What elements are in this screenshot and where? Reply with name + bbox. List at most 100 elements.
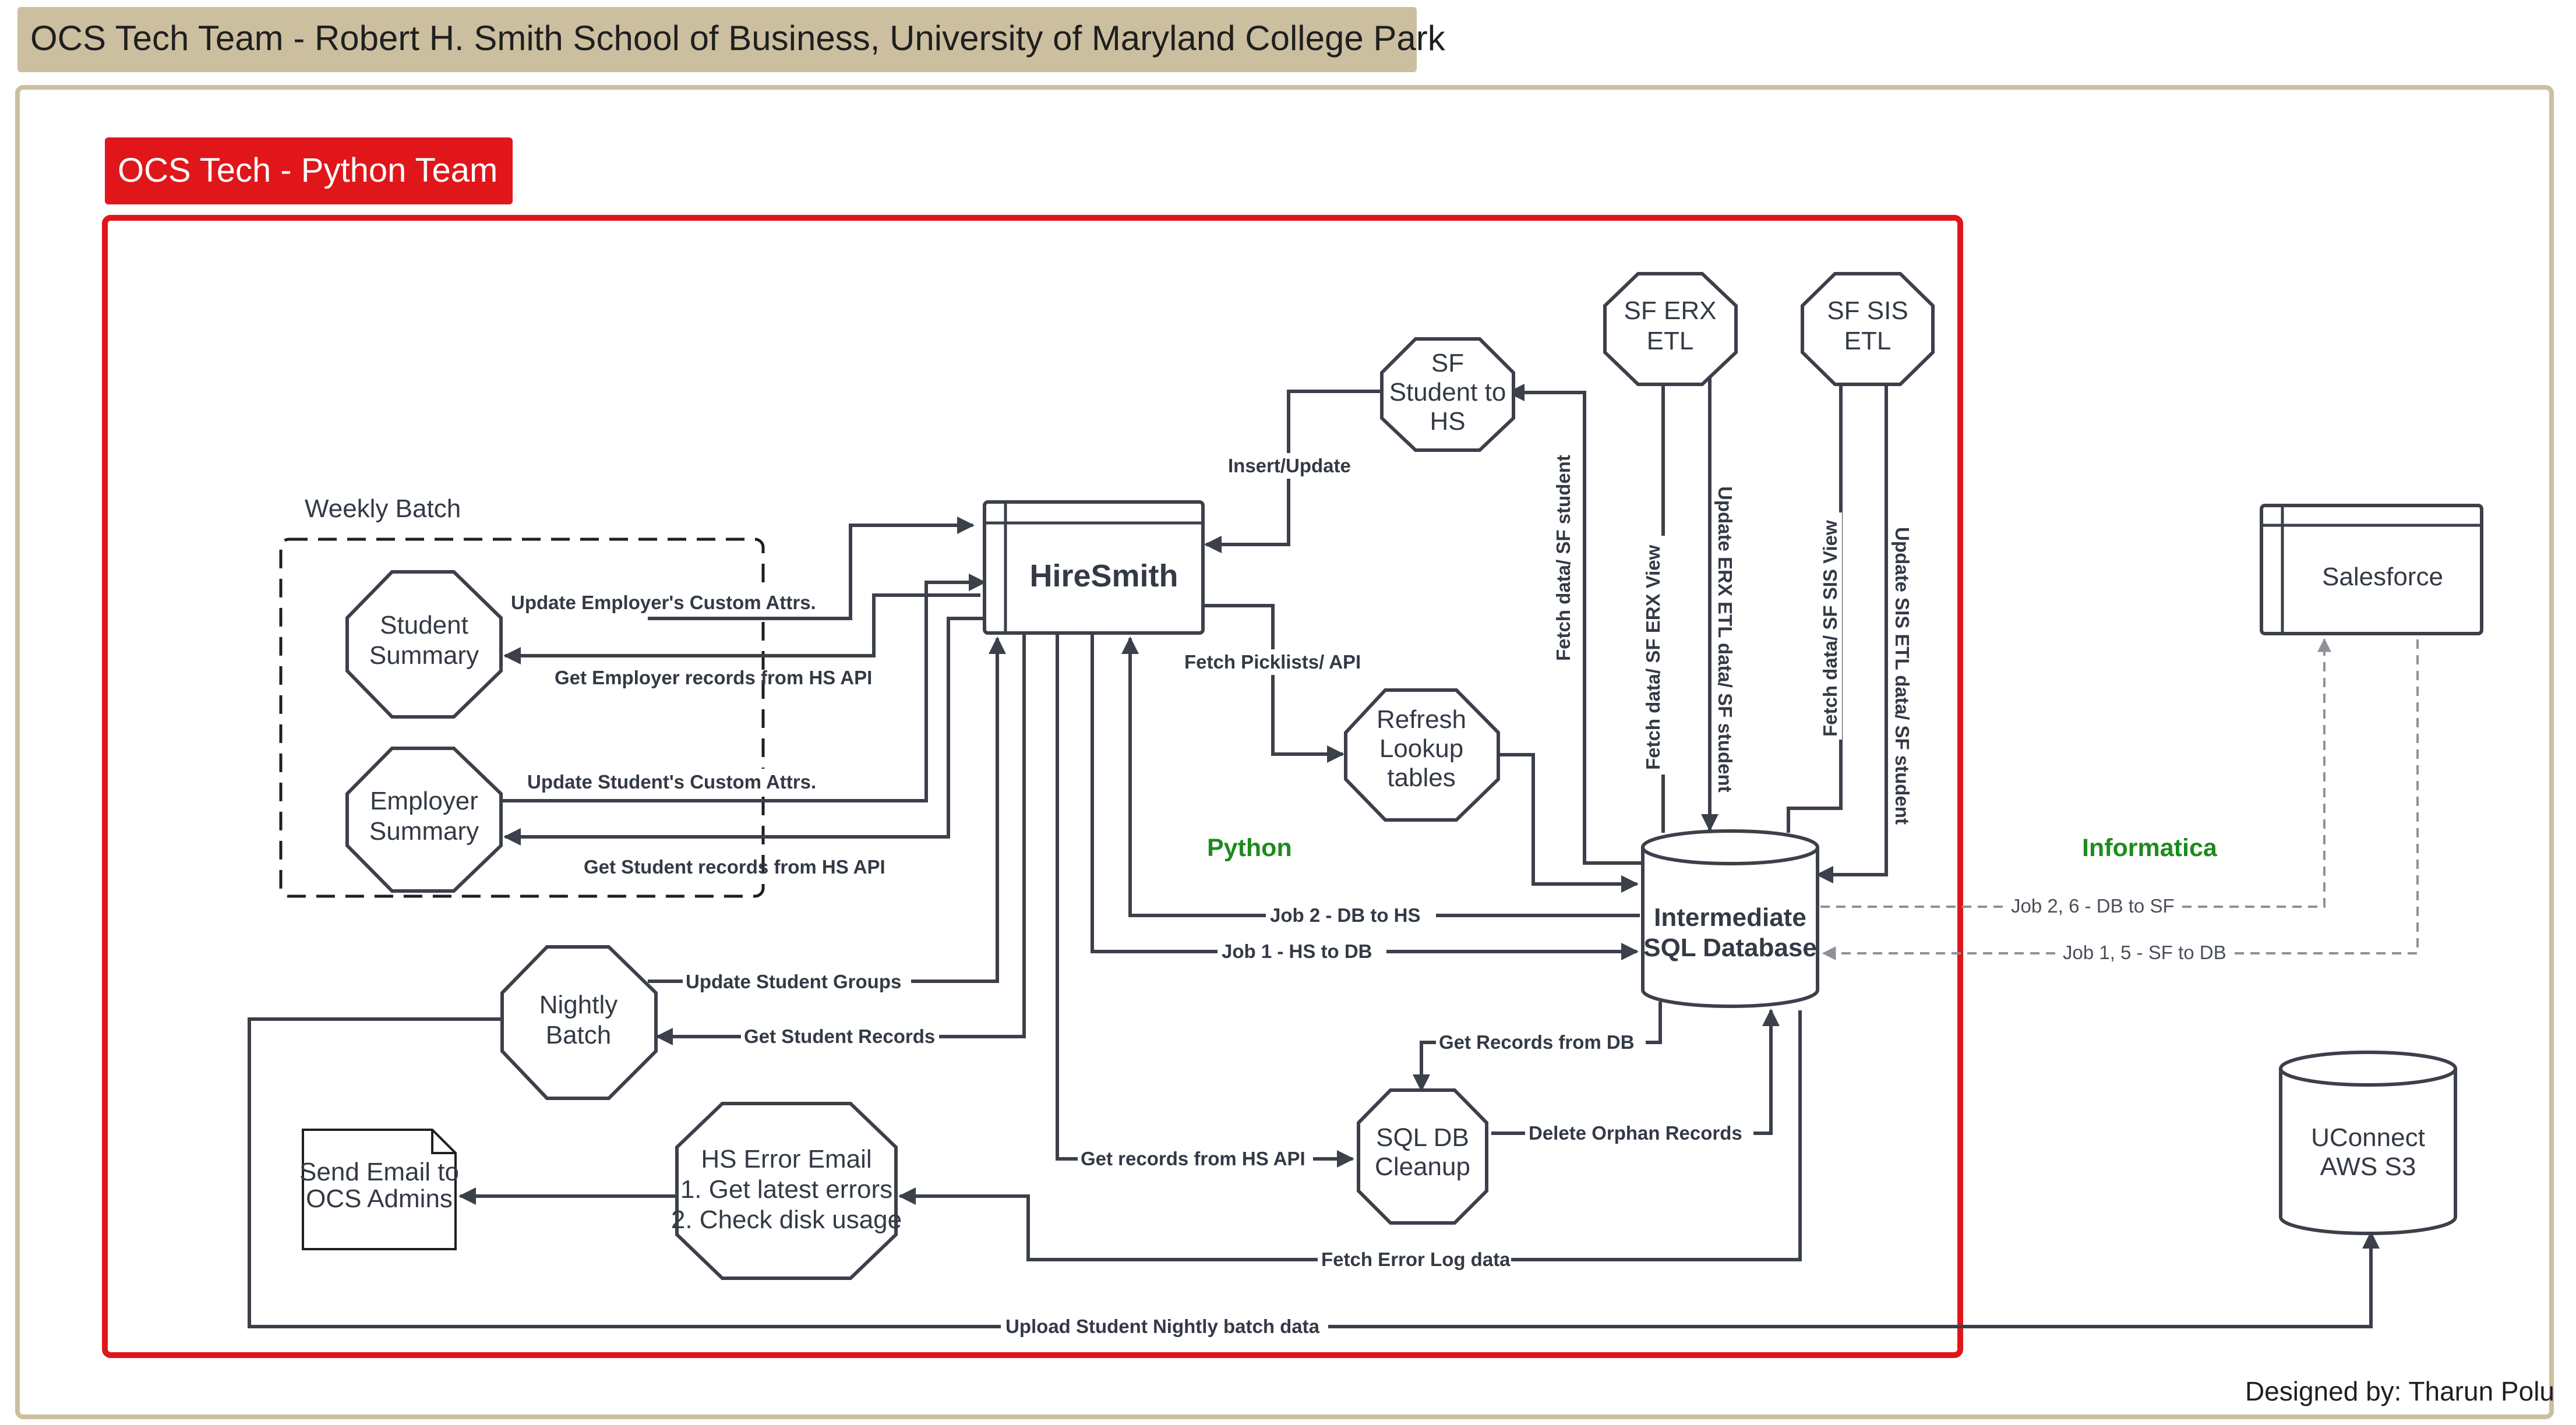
salesforce-label: Salesforce <box>2322 563 2443 591</box>
header: OCS Tech Team - Robert H. Smith School o… <box>17 7 1446 72</box>
sf-student-to-hs-line-1: SF <box>1431 349 1464 377</box>
refresh-lookup-node[interactable]: Refresh Lookup tables <box>1344 688 1500 822</box>
label-get-student-records: Get Student Records <box>744 1026 935 1047</box>
edge-get-records-from-hs-api <box>1056 634 1354 1168</box>
label-get-student-records-api: Get Student records from HS API <box>584 856 885 878</box>
label-get-records-from-hs-api: Get records from HS API <box>1081 1148 1305 1169</box>
salesforce-node[interactable]: Salesforce <box>2260 504 2483 635</box>
sf-student-to-hs-line-2: Student to <box>1389 378 1506 406</box>
nightly-batch-line-2: Batch <box>546 1021 612 1049</box>
label-fetch-sf-erx-view: Fetch data/ SF ERX View <box>1642 544 1664 770</box>
label-upload-nightly: Upload Student Nightly batch data <box>1005 1316 1320 1337</box>
label-bg <box>1816 512 1842 740</box>
sf-erx-etl-shape <box>1603 272 1738 386</box>
student-summary-shape <box>345 570 503 719</box>
intermediate-db-node[interactable]: Intermediate SQL Database <box>1641 829 1819 1008</box>
python-team-group: OCS Tech - Python Team <box>102 137 1963 1358</box>
label-update-employer-attrs: Update Employer's Custom Attrs. <box>511 592 816 613</box>
label-bg <box>1640 536 1666 775</box>
edge-fetch-sf-student <box>1507 384 1643 865</box>
edge-update-employer-attrs <box>648 517 975 620</box>
send-email-shape <box>302 1129 457 1250</box>
label-get-employer-records: Get Employer records from HS API <box>555 667 872 688</box>
refresh-lookup-line-2: Lookup <box>1379 734 1463 763</box>
hs-error-email-shape <box>675 1102 898 1280</box>
edge-job-2-6 <box>1820 638 2331 908</box>
sf-erx-etl-line-2: ETL <box>1647 327 1694 355</box>
label-fetch-error-log: Fetch Error Log data <box>1321 1249 1511 1270</box>
label-insert-update: Insert/Update <box>1228 455 1351 476</box>
label-get-records-from-db: Get Records from DB <box>1439 1031 1635 1053</box>
label-bg <box>1713 483 1738 798</box>
label-bg <box>523 769 826 794</box>
intermediate-db-body <box>1641 847 1819 1008</box>
label-bg <box>1223 453 1351 479</box>
label-delete-orphan: Delete Orphan Records <box>1529 1122 1742 1144</box>
refresh-lookup-line-3: tables <box>1387 763 1455 792</box>
team-title-box <box>105 137 513 204</box>
label-bg <box>683 969 911 995</box>
sql-db-cleanup-node[interactable]: SQL DB Cleanup <box>1357 1088 1488 1225</box>
label-bg <box>2007 894 2179 918</box>
designer-credit: Designed by: Tharun Polu <box>2245 1376 2554 1406</box>
hiresmith-label: HireSmith <box>1029 558 1178 593</box>
label-bg <box>1001 1314 1328 1339</box>
informatica-section-label: Informatica <box>2082 834 2218 862</box>
label-bg <box>1318 1247 1511 1272</box>
hs-error-email-line-1: HS Error Email <box>701 1145 871 1173</box>
uconnect-line-2: AWS S3 <box>2320 1152 2416 1181</box>
edge-delete-orphan <box>1491 1009 1780 1135</box>
student-summary-node[interactable]: Student Summary <box>345 570 503 719</box>
label-bg <box>1436 1030 1646 1055</box>
hs-error-email-line-2: 1. Get latest errors <box>680 1175 892 1204</box>
label-fetch-sf-sis-view: Fetch data/ SF SIS View <box>1819 520 1841 737</box>
label-bg <box>2059 940 2231 965</box>
edge-fetch-picklists <box>1202 604 1345 763</box>
sf-student-to-hs-node[interactable]: SF Student to HS <box>1380 337 1515 452</box>
edge-labels: Update Employer's Custom Attrs. Get Empl… <box>507 448 2231 1339</box>
label-update-student-groups: Update Student Groups <box>686 971 901 992</box>
label-bg <box>507 589 821 615</box>
team-title: OCS Tech - Python Team <box>118 151 497 189</box>
student-summary-line-2: Summary <box>369 641 479 670</box>
python-section-label: Python <box>1207 834 1292 862</box>
label-job-1-5: Job 1, 5 - SF to DB <box>2063 942 2226 963</box>
refresh-lookup-shape <box>1344 688 1500 822</box>
weekly-batch-group: Weekly Batch <box>279 494 765 898</box>
label-update-sis-etl: Update SIS ETL data/ SF student <box>1892 527 1913 825</box>
edge-update-student-attrs <box>501 574 986 802</box>
header-title: OCS Tech Team - Robert H. Smith School o… <box>30 19 1446 58</box>
employer-summary-line-1: Employer <box>370 787 478 815</box>
sql-db-cleanup-line-2: Cleanup <box>1375 1152 1470 1181</box>
sf-sis-etl-node[interactable]: SF SIS ETL <box>1801 272 1935 386</box>
uconnect-node[interactable]: UConnect AWS S3 <box>2279 1051 2457 1235</box>
employer-summary-line-2: Summary <box>369 817 479 846</box>
hiresmith-node[interactable]: HireSmith <box>983 500 1205 635</box>
hs-error-email-node[interactable]: HS Error Email 1. Get latest errors 2. C… <box>671 1102 902 1280</box>
edge-refresh-to-db <box>1494 753 1639 893</box>
send-email-node[interactable]: Send Email to OCS Admins <box>299 1129 459 1250</box>
edge-job-1-5 <box>1822 639 2419 960</box>
nightly-batch-node[interactable]: Nightly Batch <box>500 945 658 1100</box>
sql-db-cleanup-line-1: SQL DB <box>1376 1123 1469 1152</box>
uconnect-body <box>2279 1069 2457 1235</box>
employer-summary-node[interactable]: Employer Summary <box>345 747 503 893</box>
sf-erx-etl-node[interactable]: SF ERX ETL <box>1603 272 1738 386</box>
student-summary-line-1: Student <box>380 611 468 639</box>
connections <box>248 336 2419 1328</box>
python-team-frame <box>102 215 1963 1358</box>
edge-upload-nightly <box>248 1017 2380 1328</box>
label-fetch-picklists: Fetch Picklists/ API <box>1184 651 1361 673</box>
intermediate-db-top <box>1641 829 1819 865</box>
label-bg <box>1525 1120 1753 1146</box>
salesforce-box <box>2260 504 2483 635</box>
sf-student-to-hs-line-3: HS <box>1430 407 1465 436</box>
refresh-lookup-line-1: Refresh <box>1377 705 1466 734</box>
edge-job2-db-to-hs <box>1121 637 1640 917</box>
uconnect-line-1: UConnect <box>2311 1123 2425 1152</box>
nightly-batch-shape <box>500 945 658 1100</box>
edge-update-student-groups <box>648 637 1006 983</box>
sf-student-to-hs-shape <box>1380 337 1515 452</box>
employer-summary-shape <box>345 747 503 893</box>
label-bg <box>1218 939 1386 964</box>
